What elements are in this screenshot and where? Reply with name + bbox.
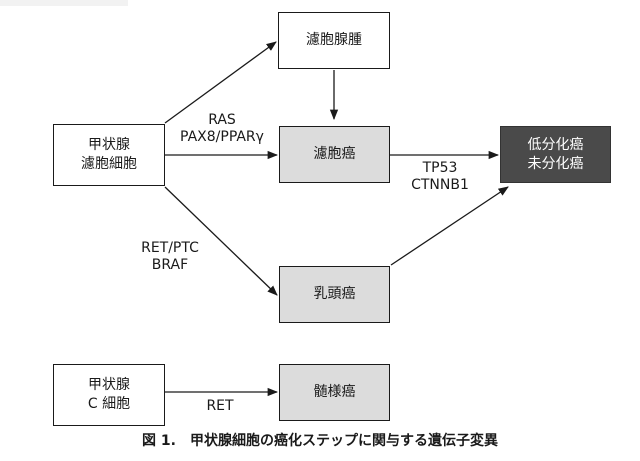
edge-label-line: RET/PTC: [141, 240, 199, 256]
node-text-line: 濾胞癌: [313, 146, 356, 162]
edge-label-ret-ptc-braf: RET/PTC BRAF: [120, 240, 220, 274]
edge-label-line: BRAF: [151, 257, 189, 273]
node-text-line: 甲状腺: [88, 137, 130, 153]
node-papillary-carcinoma: 乳頭癌: [279, 266, 390, 323]
node-medullary-carcinoma: 髄様癌: [279, 364, 390, 421]
node-text-line: 髄様癌: [313, 384, 356, 400]
edge-label-ras-pax8: RAS PAX8/PPARγ: [172, 112, 272, 146]
arrow-cell-to-papillary: [164, 186, 278, 296]
figure-caption: 図 1. 甲状腺細胞の癌化ステップに関与する遺伝子変異: [142, 433, 498, 449]
node-thyroid-follicular-cell: 甲状腺 濾胞細胞: [53, 124, 165, 186]
corner-mark: [0, 0, 128, 6]
arrow-papillary-to-anaplastic: [390, 186, 509, 266]
node-text-line: 低分化癌: [527, 136, 584, 153]
edge-label-line: PAX8/PPARγ: [180, 129, 264, 145]
edge-label-line: RAS: [208, 112, 236, 128]
node-text-line: 未分化癌: [527, 155, 584, 172]
node-follicular-carcinoma: 濾胞癌: [279, 126, 390, 183]
node-thyroid-c-cell: 甲状腺 C 細胞: [53, 364, 165, 426]
node-text-line: 濾胞腺腫: [306, 32, 362, 48]
node-text-line: 甲状腺: [88, 377, 130, 393]
node-text-line: 乳頭癌: [313, 286, 356, 302]
node-follicular-adenoma: 濾胞腺腫: [278, 12, 390, 69]
node-text-line: 濾胞細胞: [81, 156, 137, 172]
edge-label-ret: RET: [190, 398, 250, 415]
edge-label-line: CTNNB1: [411, 177, 469, 193]
node-anaplastic-carcinoma: 低分化癌 未分化癌: [500, 126, 611, 183]
edge-label-line: TP53: [422, 160, 458, 176]
edge-label-line: RET: [206, 398, 234, 414]
node-text-line: C 細胞: [87, 396, 131, 412]
arrow-cell-to-adenoma: [164, 41, 277, 124]
edge-label-tp53-ctnnb1: TP53 CTNNB1: [395, 160, 485, 194]
